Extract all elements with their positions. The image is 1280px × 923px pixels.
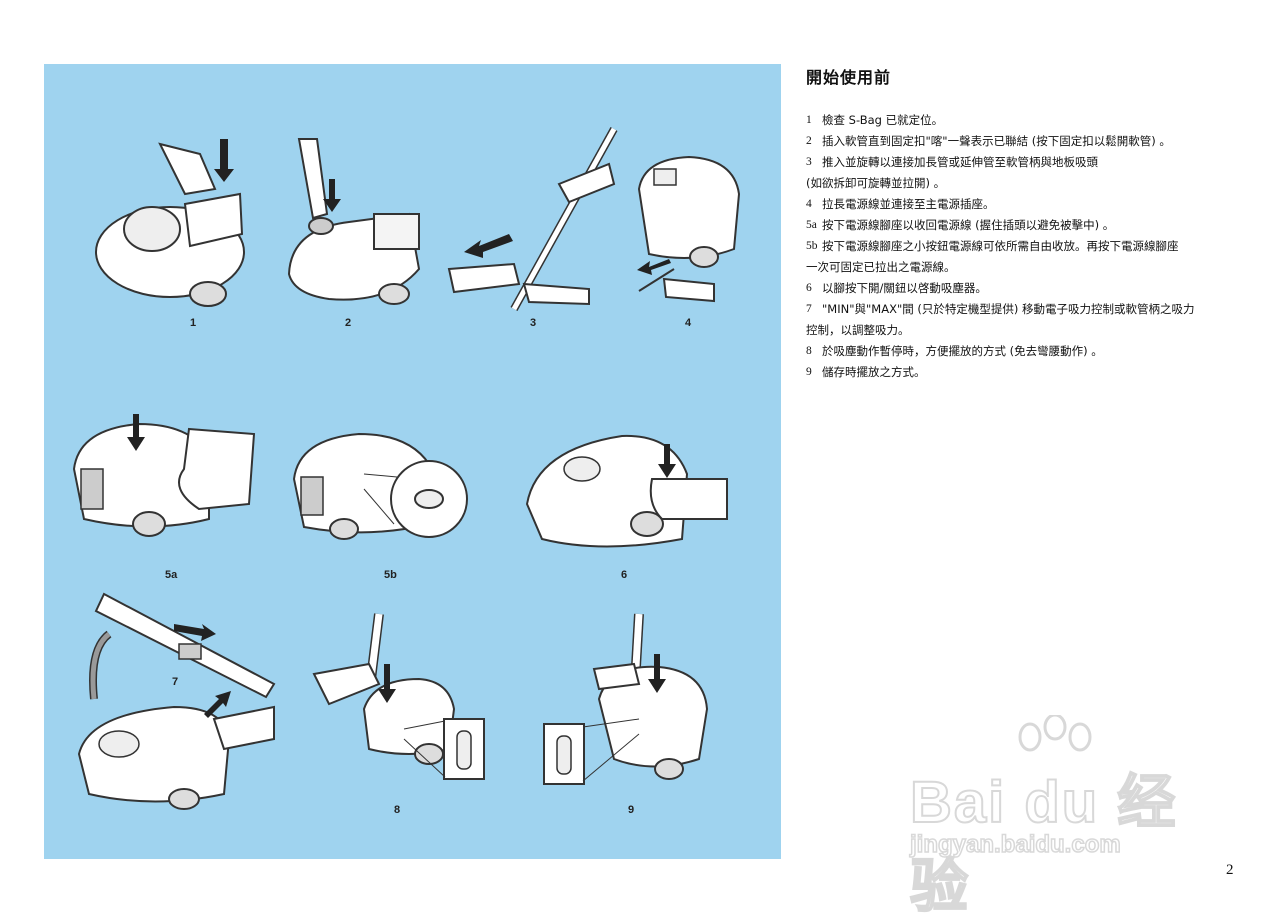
- figure-3-illustration: [439, 124, 619, 314]
- figure-label-4: 4: [685, 317, 692, 329]
- figure-label-7: 7: [172, 676, 179, 688]
- figure-6-illustration: [522, 424, 732, 554]
- figure-label-9: 9: [628, 804, 635, 816]
- figure-label-6: 6: [621, 569, 628, 581]
- figure-9-illustration: [539, 609, 719, 799]
- watermark-url: jingyan.baidu.com: [909, 830, 1121, 859]
- figure-label-2: 2: [345, 317, 352, 329]
- figure-label-5a: 5a: [165, 569, 178, 581]
- figure-5b-illustration: [289, 419, 479, 559]
- figure-8-illustration: [309, 609, 489, 799]
- figure-5a-illustration: [69, 409, 259, 549]
- page-number: 2: [1226, 862, 1234, 878]
- figure-4-illustration: [634, 149, 744, 309]
- figure-1-illustration: [90, 134, 260, 314]
- illustration-panel: 1 2 3 4: [44, 64, 781, 859]
- figure-2-illustration: [269, 134, 429, 314]
- list-item-continuation: 控制，以調整吸力。: [806, 323, 910, 337]
- list-item-continuation: (如欲拆卸可旋轉並拉開) 。: [806, 176, 946, 190]
- figure-7-illustration: [74, 589, 284, 819]
- figure-label-1: 1: [190, 317, 197, 329]
- list-item-continuation: 一次可固定已拉出之電源線。: [806, 260, 956, 274]
- paw-icon: [1018, 715, 1092, 752]
- page-title: 開始使用前: [806, 68, 892, 87]
- figure-label-3: 3: [530, 317, 537, 329]
- watermark-logo-text: Bai du 经验: [909, 769, 1178, 920]
- figure-label-5b: 5b: [384, 569, 397, 581]
- list-item: 7"MIN"與"MAX"間 (只於特定機型提供) 移動電子吸力控制或軟管柄之吸力: [806, 302, 1195, 316]
- baidu-watermark: Bai du 经验 jingyan.baidu.com: [900, 715, 1200, 920]
- figure-label-8: 8: [394, 804, 401, 816]
